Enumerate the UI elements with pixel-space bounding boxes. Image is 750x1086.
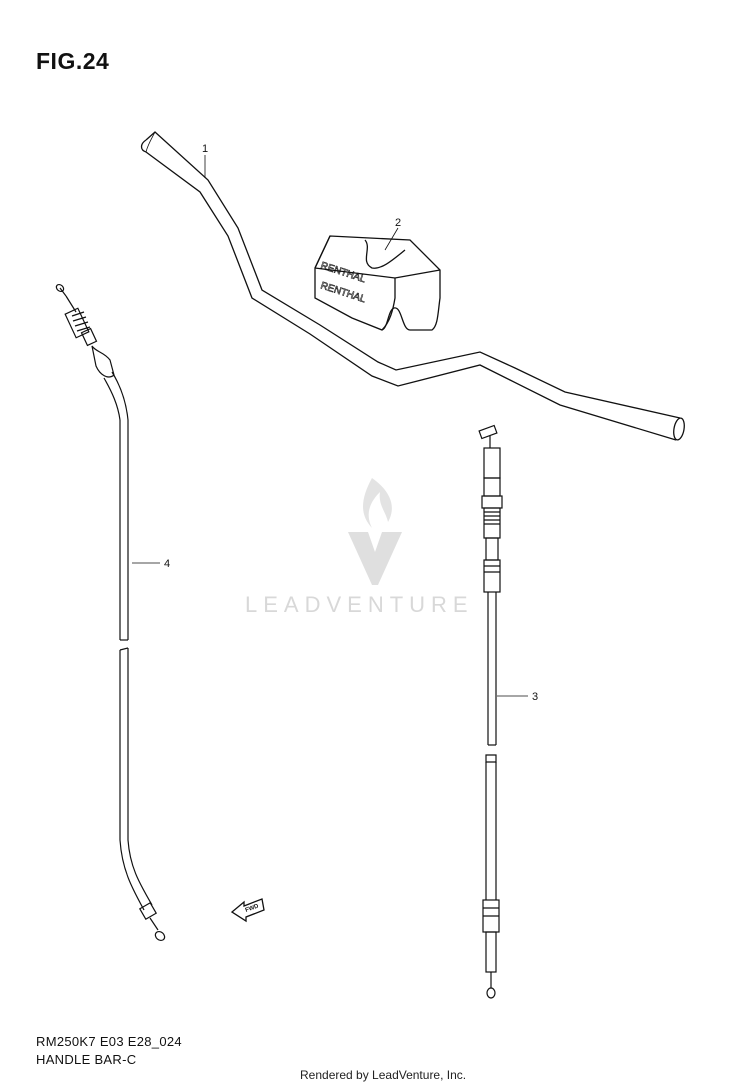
callout-3: 3: [497, 691, 538, 703]
section-name: HANDLE BAR-C: [36, 1052, 137, 1067]
figure-title: FIG.24: [36, 48, 110, 74]
rendered-by-credit: Rendered by LeadVenture, Inc.: [300, 1068, 467, 1082]
throttle-cable: [478, 424, 503, 999]
svg-text:4: 4: [164, 558, 170, 570]
watermark-logo: [348, 478, 402, 585]
callout-1: 1: [202, 143, 208, 178]
model-code: RM250K7 E03 E28_024: [36, 1034, 182, 1049]
svg-text:FWD: FWD: [245, 903, 261, 914]
svg-text:1: 1: [202, 143, 208, 155]
callout-2: 2: [384, 217, 401, 251]
forward-arrow-icon: FWD: [230, 898, 265, 923]
callout-4: 4: [132, 558, 170, 570]
svg-text:3: 3: [532, 691, 538, 703]
handlebar: [140, 131, 685, 441]
svg-text:2: 2: [395, 217, 401, 229]
watermark-text: LEADVENTURE: [245, 592, 474, 617]
clutch-cable: [55, 283, 166, 942]
bar-pad: RENTHAL RENTHAL: [314, 235, 441, 331]
